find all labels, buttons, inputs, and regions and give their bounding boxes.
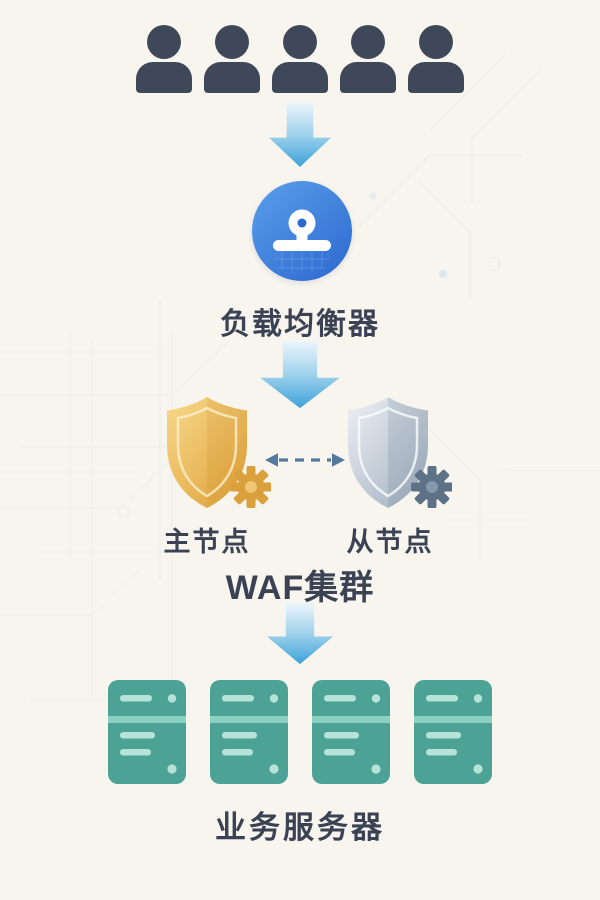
- down-arrow-icon: [260, 341, 340, 409]
- server-icon: [414, 680, 492, 784]
- server-icon: [210, 680, 288, 784]
- down-arrow-icon: [268, 102, 332, 167]
- down-arrow-icon: [266, 603, 334, 665]
- slave-node-label: 从节点: [346, 527, 434, 557]
- bidirectional-dashed-arrow-icon: [265, 453, 345, 467]
- person-icon: [204, 25, 260, 93]
- server-icon: [312, 680, 390, 784]
- business-servers-label: 业务服务器: [215, 810, 385, 845]
- gear-icon: [230, 466, 271, 508]
- master-shield-gear-icon: [167, 397, 271, 508]
- waf-cluster-label: WAF集群: [225, 569, 375, 607]
- slave-shield-gear-icon: [348, 397, 452, 508]
- person-icon: [136, 25, 192, 93]
- gear-icon: [411, 466, 452, 508]
- users-group: [0, 25, 600, 93]
- servers-group: [0, 680, 600, 784]
- person-icon: [272, 25, 328, 93]
- load-balancer-icon: [273, 209, 331, 271]
- load-balancer-node: [252, 181, 352, 281]
- load-balancer-label: 负载均衡器: [220, 308, 380, 341]
- person-icon: [340, 25, 396, 93]
- master-node-label: 主节点: [163, 527, 251, 557]
- server-icon: [108, 680, 186, 784]
- person-icon: [408, 25, 464, 93]
